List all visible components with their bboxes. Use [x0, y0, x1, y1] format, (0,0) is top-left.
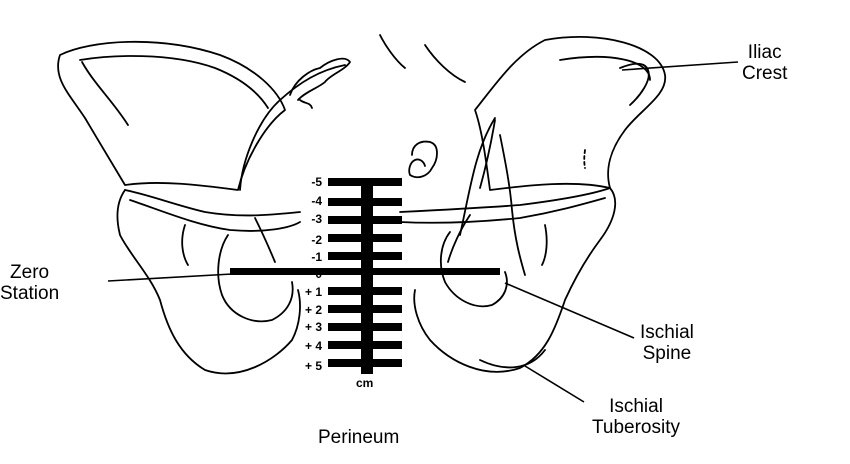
ischial-spine-label: Ischial Spine [640, 322, 694, 364]
right-obturator [439, 231, 508, 308]
zero-station-line [230, 268, 500, 275]
zero-station-pointer [107, 273, 233, 282]
left-ilium-inner [79, 55, 269, 109]
station-label: + 5 [304, 359, 322, 373]
fetal-ear [408, 140, 438, 179]
station-ruler [230, 178, 500, 374]
left-ischium [116, 189, 301, 375]
station-label: 0 [315, 267, 322, 281]
iliac-crest-label: Iliac Crest [742, 42, 788, 84]
ischial-tuberosity-label: Ischial Tuberosity [592, 396, 680, 438]
ruler-ticks [328, 178, 402, 367]
station-label: -3 [311, 212, 322, 226]
station-label: -5 [311, 175, 322, 189]
station-label: + 3 [304, 320, 322, 334]
left-obturator [217, 234, 294, 323]
right-ilium [474, 36, 666, 191]
right-ischium [413, 187, 617, 373]
left-ilium [57, 40, 286, 191]
station-label: + 2 [304, 303, 322, 317]
station-label: + 1 [304, 285, 322, 299]
fetal-head [239, 64, 346, 191]
station-label: -2 [311, 233, 322, 247]
station-label: -4 [311, 194, 322, 208]
scale-unit-label: cm [356, 376, 374, 390]
iliac-crest-pointer [621, 61, 739, 71]
ischial-tuberosity-pointer [524, 365, 585, 403]
perineum-label: Perineum [318, 427, 400, 448]
ischial-spine-pointer [504, 282, 635, 339]
zero-station-label: Zero Station [0, 262, 60, 304]
fetal-hair [289, 57, 351, 109]
station-label: -1 [311, 250, 322, 264]
station-label: + 4 [304, 339, 322, 353]
